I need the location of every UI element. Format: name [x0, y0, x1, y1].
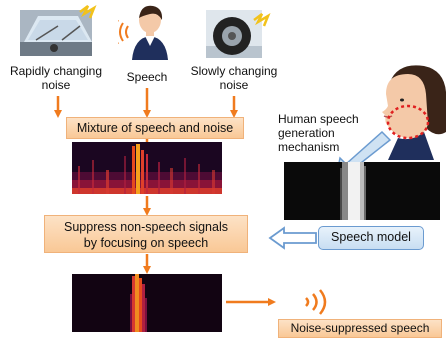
slow-noise-label: Slowly changing noise — [190, 64, 278, 92]
speech-model-label: Speech model — [331, 230, 411, 244]
human-mechanism-line-3: mechanism — [278, 140, 340, 154]
human-profile-icon — [376, 60, 446, 160]
blue-arrow-model-to-suppress — [268, 226, 317, 250]
tire-icon — [206, 10, 274, 60]
rapid-noise-label: Rapidly changing noise — [9, 64, 103, 92]
human-mechanism-line-1: Human speech — [278, 112, 359, 126]
sound-wave-icon — [300, 288, 340, 316]
model-spectrogram — [284, 162, 440, 220]
human-mechanism-label: Human speech generation mechanism — [278, 112, 374, 154]
speaking-person-icon — [118, 2, 178, 60]
car-windshield-icon — [18, 4, 100, 60]
suppress-label-line-1: Suppress non-speech signals — [64, 220, 228, 234]
human-mechanism-line-2: generation — [278, 126, 335, 140]
noisy-spectrogram — [72, 142, 222, 194]
mixture-label: Mixture of speech and noise — [76, 121, 234, 135]
speech-model-box: Speech model — [318, 226, 424, 250]
output-box: Noise-suppressed speech — [278, 319, 442, 338]
mixture-box: Mixture of speech and noise — [66, 117, 244, 139]
suppress-box: Suppress non-speech signals by focusing … — [44, 215, 248, 253]
clean-spectrogram — [72, 274, 222, 332]
suppress-label-line-2: by focusing on speech — [83, 236, 209, 250]
output-label: Noise-suppressed speech — [290, 321, 430, 335]
speech-source-label: Speech — [126, 70, 168, 84]
